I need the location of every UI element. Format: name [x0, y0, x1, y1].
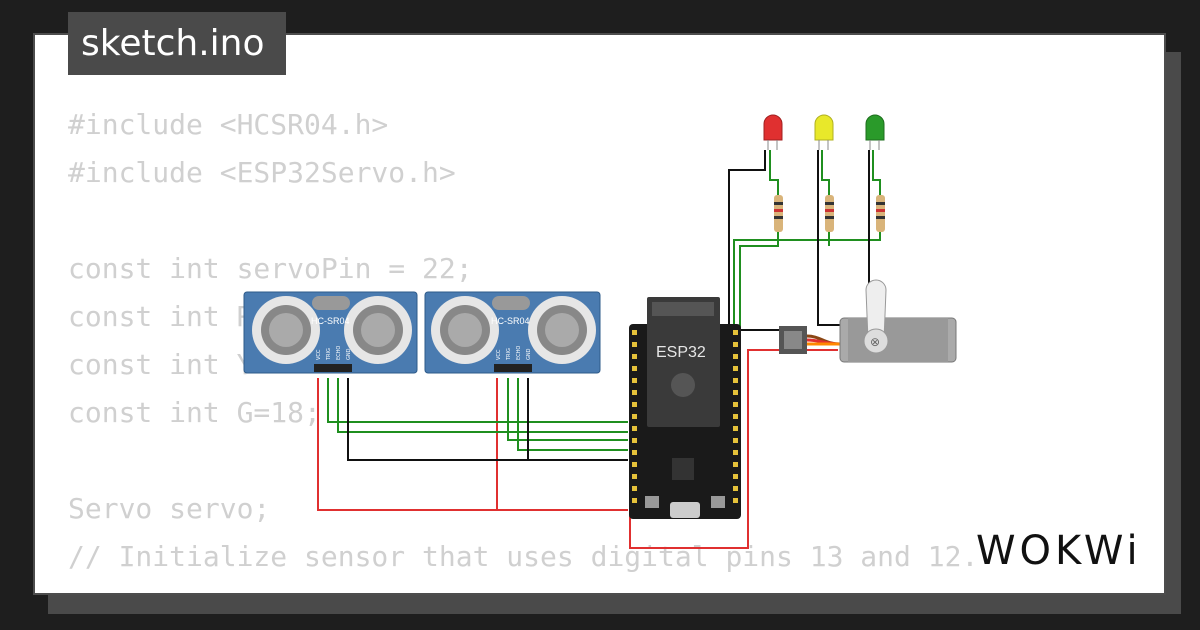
sensor-1-pin-trig: TRIG	[326, 348, 332, 361]
wokwi-logo: WOKWi	[976, 528, 1142, 574]
esp32-board[interactable]: ESP32	[629, 297, 741, 519]
board-pins-left	[632, 330, 637, 503]
red-wires	[317, 349, 838, 549]
sensor-1-pin-echo: ECHO	[336, 346, 342, 360]
wokwi-logo-text: WOKWi	[976, 528, 1142, 574]
board-pins-right	[733, 330, 738, 503]
sensor-2-label: HC-SR04	[491, 316, 530, 326]
code-line: // Initialize sensor that uses digital p…	[68, 540, 979, 573]
led-red[interactable]	[763, 114, 783, 150]
led-yellow[interactable]	[814, 114, 834, 150]
sensor-2-pin-gnd: GND	[526, 348, 532, 360]
code-line: const int G=18;	[68, 396, 321, 429]
servo-motor[interactable]: ⊗	[779, 279, 957, 363]
sensor-1-label: HC-SR04	[311, 316, 350, 326]
code-line: #include <HCSR04.h>	[68, 108, 389, 141]
sensor-2-pin-vcc: VCC	[496, 349, 502, 360]
resistor-2[interactable]	[825, 195, 834, 232]
svg-text:⊗: ⊗	[870, 335, 880, 349]
sensor-1-pin-vcc: VCC	[316, 349, 322, 360]
ultrasonic-sensor-2[interactable]: HC-SR04 VCC TRIG ECHO GND	[424, 291, 601, 374]
resistor-1[interactable]	[774, 195, 783, 232]
code-line: Servo servo;	[68, 492, 271, 525]
sensor-2-pin-echo: ECHO	[516, 346, 522, 360]
esp32-label: ESP32	[656, 344, 706, 361]
sensor-1-pin-gnd: GND	[346, 348, 352, 360]
led-green[interactable]	[865, 114, 885, 150]
code-line: #include <ESP32Servo.h>	[68, 156, 456, 189]
sensor-2-pin-trig: TRIG	[506, 348, 512, 361]
file-name-label: sketch.ino	[81, 23, 265, 64]
ultrasonic-sensor-1[interactable]: HC-SR04 VCC TRIG ECHO GND	[243, 291, 418, 374]
resistor-3[interactable]	[876, 195, 885, 232]
green-wires	[327, 150, 881, 451]
code-line: const int servoPin = 22;	[68, 252, 473, 285]
file-name-tab[interactable]: sketch.ino	[68, 12, 286, 75]
code-preview: #include <HCSR04.h> #include <ESP32Servo.…	[68, 101, 978, 581]
